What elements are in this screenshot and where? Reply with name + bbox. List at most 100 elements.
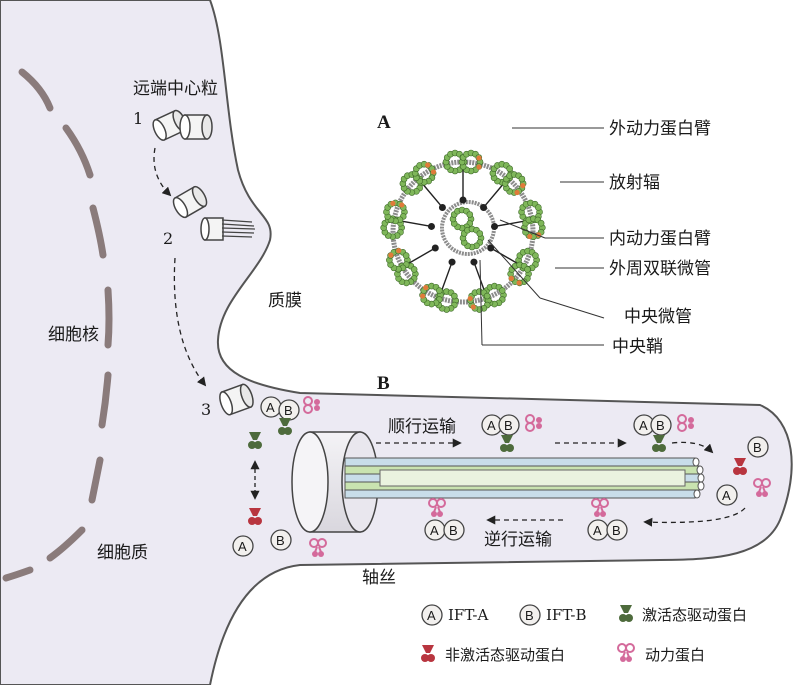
legend: A IFT-A B IFT-B 激活态驱动蛋白 非激活态驱动蛋白 xyxy=(421,604,747,664)
ift-b-particle: B xyxy=(606,519,628,541)
outer-doublet-microtubule xyxy=(380,199,408,241)
ift-b-particle: B xyxy=(650,414,672,436)
axoneme-label: 轴丝 xyxy=(362,568,396,588)
centriole-stage-3 xyxy=(219,383,254,416)
spoke-head xyxy=(438,203,446,211)
spoke-head xyxy=(491,222,499,230)
inactive-kinesin xyxy=(248,508,262,525)
dynein-motor xyxy=(428,498,446,517)
ift-a-particle-letter: A xyxy=(487,418,496,433)
ift-a-particle-letter: A xyxy=(639,418,648,433)
ift-b-particle-letter: B xyxy=(449,523,458,538)
ift-a-particle: A xyxy=(232,535,254,557)
distal-centriole-label: 远端中心粒 xyxy=(133,79,218,99)
spoke-head xyxy=(459,196,467,204)
membrane-label: 质膜 xyxy=(268,291,302,311)
step-1-label: 1 xyxy=(133,109,143,128)
ift-b-particle-letter: B xyxy=(753,440,762,455)
active-kinesin xyxy=(278,418,292,435)
retrograde-label: 逆行运输 xyxy=(484,530,552,550)
outer-doublet-microtubule xyxy=(442,149,484,175)
ift-b-particle: B xyxy=(443,519,465,541)
spoke-head xyxy=(470,258,478,266)
dynein-arm xyxy=(423,285,429,291)
dynein-arm xyxy=(470,304,476,310)
ift-a-particle: A xyxy=(424,519,446,541)
ift-a-particle-letter: A xyxy=(266,400,275,415)
anterograde-arrow-3 xyxy=(671,441,714,454)
arrow-step-2-3 xyxy=(173,257,207,387)
spoke-head xyxy=(487,244,495,252)
dynein-arm xyxy=(425,162,431,168)
legend-ift-b-label: IFT-B xyxy=(546,606,587,624)
outer-doublet-microtubule xyxy=(386,247,419,287)
retrograde-arrow-1 xyxy=(643,507,746,527)
outer-doublet-microtubule xyxy=(399,160,437,196)
dynein-motor xyxy=(309,538,327,557)
ift-b-particle-letter: B xyxy=(284,403,293,418)
active-kinesin xyxy=(500,435,514,452)
ift-b-particle: B xyxy=(278,399,300,421)
inner-dynein-arm-label: 内动力蛋白臂 xyxy=(609,229,711,249)
outer-doublet-microtubule xyxy=(489,160,527,196)
ift-a-particle-letter: A xyxy=(430,523,439,538)
centriole-stage-1 xyxy=(152,109,213,141)
axoneme-bundle xyxy=(344,457,705,499)
dynein-arm xyxy=(514,189,520,196)
central-microtubule xyxy=(459,225,485,251)
ift-b-particle: B xyxy=(498,414,520,436)
legend-ift-b-letter: B xyxy=(525,608,534,623)
centriole-stage-2 xyxy=(172,185,256,241)
ift-b-particle: B xyxy=(270,529,292,551)
panel-a-leader-lines xyxy=(479,127,605,346)
spoke-head xyxy=(448,258,456,266)
legend-ift-a: A IFT-A xyxy=(421,604,488,626)
legend-dynein: 动力蛋白 xyxy=(617,643,705,664)
outer-doublet-microtubule xyxy=(518,199,546,241)
legend-active-kinesin: 激活态驱动蛋白 xyxy=(619,605,747,624)
dynein-arm xyxy=(516,280,522,286)
circle-letter-b-icon xyxy=(519,604,541,626)
dynein-arm xyxy=(388,252,394,258)
outer-doublet-label: 外周双联微管 xyxy=(609,259,711,279)
dynein-arm xyxy=(420,293,426,299)
legend-active-kinesin-label: 激活态驱动蛋白 xyxy=(642,606,747,624)
green-kinesin-icon xyxy=(619,605,633,622)
ift-b-particle-letter: B xyxy=(504,418,513,433)
dynein-arm xyxy=(476,164,482,170)
dynein-arm xyxy=(527,233,533,240)
dynein-arm xyxy=(396,248,402,254)
legend-inactive-kinesin-label: 非激活态驱动蛋白 xyxy=(445,646,565,664)
dynein-motor xyxy=(303,396,320,414)
dynein-motor xyxy=(525,414,542,432)
arrow-step-1-2 xyxy=(153,147,172,197)
ift-b-particle: B xyxy=(747,436,769,458)
panel-b-label: B xyxy=(377,373,390,394)
central-microtubule-label: 中央微管 xyxy=(624,307,692,327)
ift-b-particle-letter: B xyxy=(656,418,665,433)
ift-a-particle: A xyxy=(260,396,282,418)
dynein-arm xyxy=(430,169,437,175)
ift-a-particle: A xyxy=(633,414,655,436)
anterograde-label: 顺行运输 xyxy=(388,417,456,437)
nucleus-label: 细胞核 xyxy=(48,325,99,345)
ift-a-particle: A xyxy=(587,519,609,541)
dynein-arm xyxy=(399,202,405,208)
outer-doublet-microtubule xyxy=(467,282,507,313)
dynein-arm xyxy=(467,295,473,302)
active-kinesin xyxy=(652,435,666,452)
red-kinesin-icon xyxy=(421,645,435,662)
circle-letter-a-icon xyxy=(421,604,443,626)
dynein-motor xyxy=(753,478,771,497)
step-3-label: 3 xyxy=(201,400,211,419)
ift-a-particle-letter: A xyxy=(593,523,602,538)
legend-dynein-label: 动力蛋白 xyxy=(645,646,705,664)
panel-a-label: A xyxy=(377,112,391,133)
dynein-arm xyxy=(520,182,526,189)
dynein-arm xyxy=(476,155,482,161)
ift-a-particle-letter: A xyxy=(722,488,731,503)
pink-dynein-icon xyxy=(617,643,635,662)
